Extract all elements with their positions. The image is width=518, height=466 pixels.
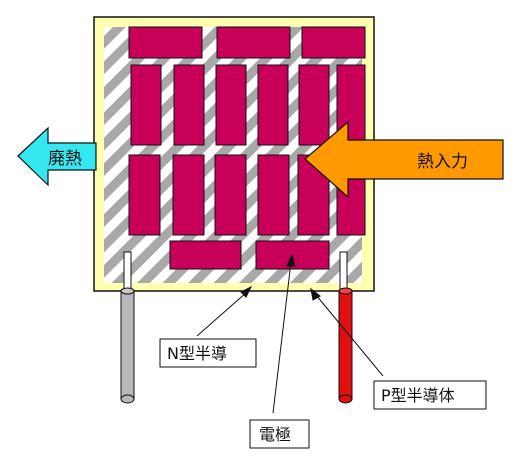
top-electrodes <box>128 26 366 59</box>
left-arrow-icon <box>17 126 97 187</box>
bottom-electrode <box>169 240 242 270</box>
heat-input-label: 熱入力 <box>417 152 468 172</box>
waste-heat-arrow: 廃熱 <box>17 126 97 187</box>
p-type-label: P型半導体 <box>381 386 455 405</box>
electrode-callout: 電極 <box>249 419 310 449</box>
lead-pin-right <box>339 251 348 293</box>
semiconductor-element <box>214 154 247 236</box>
semiconductor-element <box>172 154 205 236</box>
semiconductor-element <box>215 64 247 146</box>
top-electrode <box>128 26 203 59</box>
semiconductor-element <box>130 64 162 146</box>
semiconductor-element <box>128 154 161 236</box>
wire-left <box>120 287 135 404</box>
semiconductor-element <box>257 64 289 146</box>
top-electrode <box>301 26 366 59</box>
p-type-callout: P型半導体 <box>373 380 487 410</box>
lead-pin-left <box>123 251 132 293</box>
electrode-label: 電極 <box>259 425 291 444</box>
semiconductor-element <box>298 64 330 146</box>
element-row-upper <box>130 64 366 146</box>
left-arrow-icon <box>304 120 504 199</box>
leader-lines <box>196 253 384 414</box>
n-type-callout: N型半導 <box>159 338 257 368</box>
bottom-electrodes <box>169 240 330 270</box>
semiconductor-element <box>257 154 290 236</box>
heat-input-arrow: 熱入力 <box>304 120 504 199</box>
semiconductor-element <box>173 64 205 146</box>
wire-right <box>338 287 353 404</box>
top-electrode <box>216 26 291 59</box>
n-type-label: N型半導 <box>167 344 227 363</box>
waste-heat-label: 廃熱 <box>48 149 82 169</box>
